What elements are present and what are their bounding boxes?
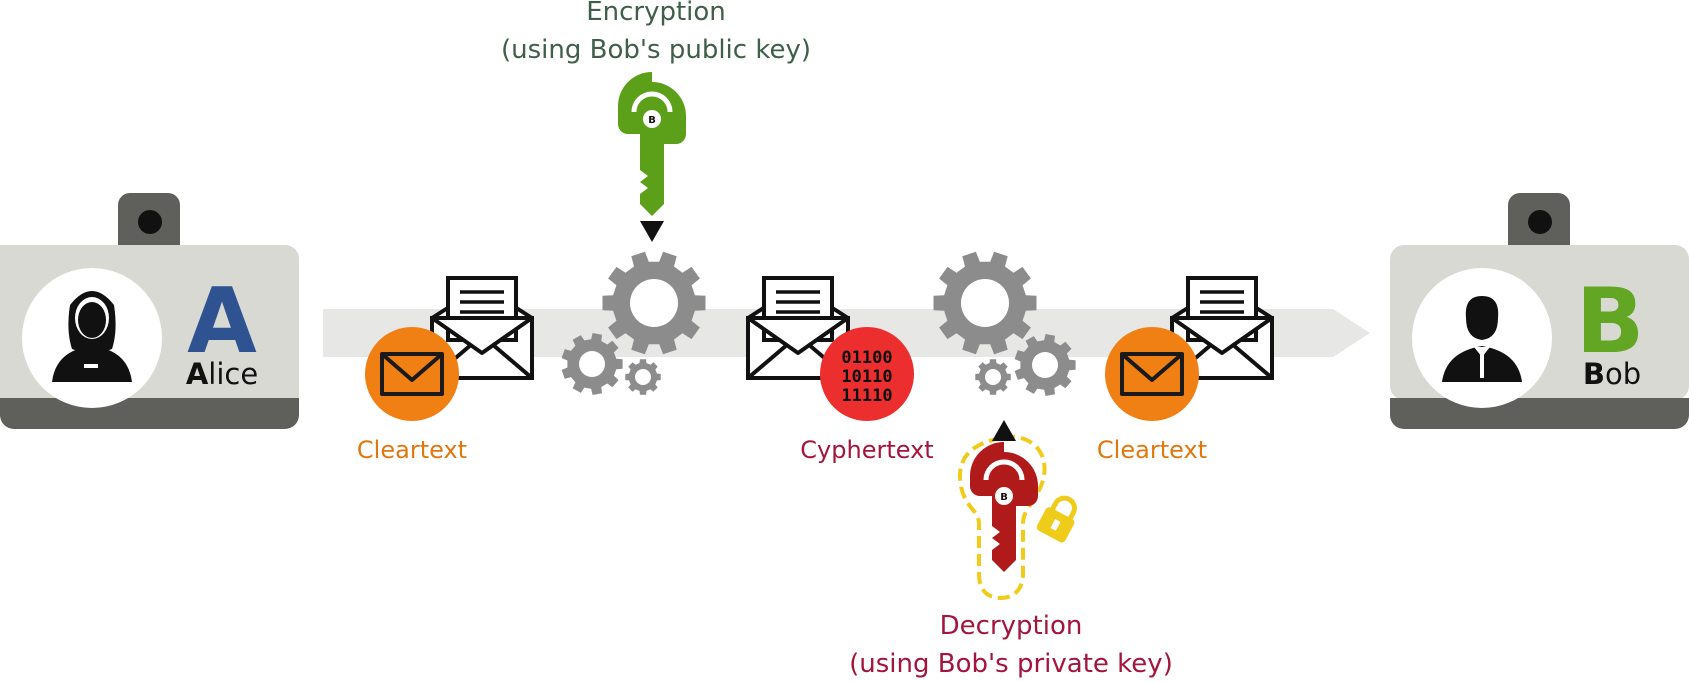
gear-small [975,359,1011,395]
alice-name: Alice [186,357,258,391]
private-key-badge: B [1000,492,1008,503]
encryption-title: Encryption [586,0,726,27]
gear-small [625,359,661,395]
padlock-icon [1036,495,1077,543]
decryption-subtitle: (using Bob's private key) [849,649,1173,679]
gear-large [933,251,1037,355]
private-key-icon: B [957,435,1077,601]
cleartext-badge-right [1105,327,1199,421]
bob-name: Bob [1583,357,1641,391]
bob-badge-card: B Bob [1390,193,1689,429]
gear-large [602,251,706,355]
alice-letter: A [187,269,257,374]
cleartext-label-right: Cleartext [1097,436,1207,464]
cipher-bits-row-1: 01100 [841,348,892,368]
cyphertext-badge: 01100 10110 11110 [820,327,914,421]
decryption-gears-icon [933,251,1076,396]
encryption-subtitle: (using Bob's public key) [501,35,811,65]
gear-medium [561,333,623,395]
gear-medium [1014,334,1076,396]
cipher-bits-row-2: 10110 [841,367,892,387]
decryption-title: Decryption [940,611,1083,641]
cleartext-label-left: Cleartext [357,436,467,464]
encryption-gears-icon [561,251,706,395]
public-key-badge: B [648,115,656,126]
cipher-bits-row-3: 11110 [841,386,892,406]
bob-letter: B [1576,269,1645,374]
bob-avatar-icon [1442,296,1522,382]
cyphertext-label: Cyphertext [800,436,933,464]
cleartext-badge-left [365,327,459,421]
alice-badge-card: A Alice [0,193,299,429]
decryption-arrow-up [992,420,1016,441]
alice-avatar-icon [52,291,132,382]
encryption-arrow-down [640,221,664,242]
public-key-icon: B [618,72,686,216]
